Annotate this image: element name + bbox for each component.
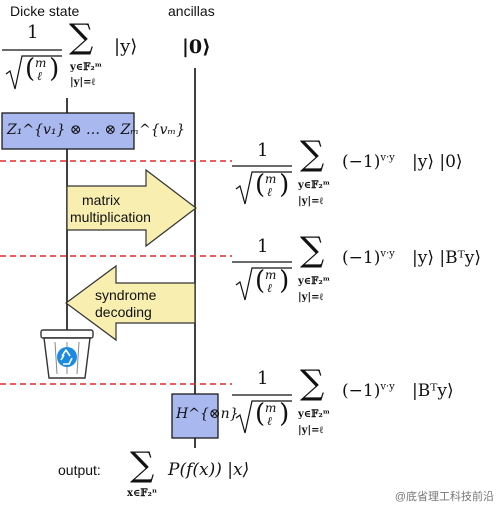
top-state-sum-sub-1: y∈𝔽₂ᵐ xyxy=(70,62,102,73)
state-2-sum-sub-2: |y|=ℓ xyxy=(298,292,324,303)
state-3-phase: (−1)v·y xyxy=(342,381,395,401)
state-2-binom-bottom: ℓ xyxy=(267,281,272,295)
state-3-sum-sub-2: |y|=ℓ xyxy=(298,425,324,436)
syndrome-decoding-label-1: syndrome xyxy=(95,287,157,303)
top-state-binom-paren: () xyxy=(25,54,60,84)
top-state-ket: |y⟩ xyxy=(114,36,138,57)
output-sum: ∑ xyxy=(130,445,155,485)
syndrome-decoding-label-2: decoding xyxy=(95,304,152,320)
state-1-tail: |y⟩ |0⟩ xyxy=(412,152,463,172)
state-2-sum: ∑ xyxy=(300,230,325,270)
state-2-binom-top: m xyxy=(265,268,277,282)
top-state-binom-top: m xyxy=(35,56,47,70)
state-1-sum: ∑ xyxy=(300,134,325,174)
output-label: output: xyxy=(58,462,101,478)
matrix-multiplication-label-1: matrix xyxy=(82,192,121,208)
hadamard-gate-label: H^{⊗n} xyxy=(176,406,239,422)
state-2-phase: (−1)v·y xyxy=(342,248,395,268)
state-2-numerator: 1 xyxy=(257,236,269,257)
state-2-binom-paren: () xyxy=(255,266,290,296)
top-state-radical xyxy=(2,49,62,90)
state-3-binom-top: m xyxy=(265,401,277,415)
state-3-numerator: 1 xyxy=(257,368,269,389)
state-3-binom-bottom: ℓ xyxy=(267,414,272,428)
top-state-sum: ∑ xyxy=(69,17,94,57)
syndrome-decoding-arrow xyxy=(64,264,196,342)
matrix-multiplication-label-2: multiplication xyxy=(70,209,151,225)
top-state-binom-bottom: ℓ xyxy=(37,69,42,83)
output-sum-sub: x∈𝔽₂ⁿ xyxy=(127,488,158,499)
state-1-sum-sub-2: |y|=ℓ xyxy=(298,196,324,207)
state-3-sum-sub-1: y∈𝔽₂ᵐ xyxy=(298,409,330,420)
state-2-radical xyxy=(232,261,292,301)
state-2-tail: |y⟩ |Bᵀy⟩ xyxy=(412,248,481,268)
ancillas-header: ancillas xyxy=(168,3,215,19)
output-expression: P(f(x)) |x⟩ xyxy=(168,460,250,480)
state-3-tail: |Bᵀy⟩ xyxy=(412,381,454,401)
state-1-phase: (−1)v·y xyxy=(342,152,395,172)
z-gate-box xyxy=(1,112,135,150)
ancilla-ket-zero: |0⟩ xyxy=(182,36,211,58)
top-state-sum-sub-2: |y|=ℓ xyxy=(70,77,96,88)
state-1-radical xyxy=(232,165,292,205)
top-state-numerator: 1 xyxy=(27,22,39,43)
state-1-sum-sub-1: y∈𝔽₂ᵐ xyxy=(298,180,330,191)
watermark: @底省理工科技前沿 xyxy=(394,491,494,503)
recycle-bin-icon xyxy=(40,329,94,379)
state-3-sum: ∑ xyxy=(300,363,325,403)
state-1-binom-bottom: ℓ xyxy=(267,185,272,199)
state-2-sum-sub-1: y∈𝔽₂ᵐ xyxy=(298,276,330,287)
state-3-radical xyxy=(232,394,292,434)
state-1-binom-top: m xyxy=(265,172,277,186)
state-1-numerator: 1 xyxy=(257,140,269,161)
z-gate-label: Z₁^{v₁} ⊗ … ⊗ Zₘ^{vₘ} xyxy=(7,122,186,138)
state-1-binom-paren: () xyxy=(255,170,290,200)
hadamard-gate-box xyxy=(171,393,219,439)
state-3-binom-paren: () xyxy=(255,399,290,429)
matrix-multiplication-arrow xyxy=(66,168,197,248)
dicke-state-header: Dicke state xyxy=(10,3,80,19)
